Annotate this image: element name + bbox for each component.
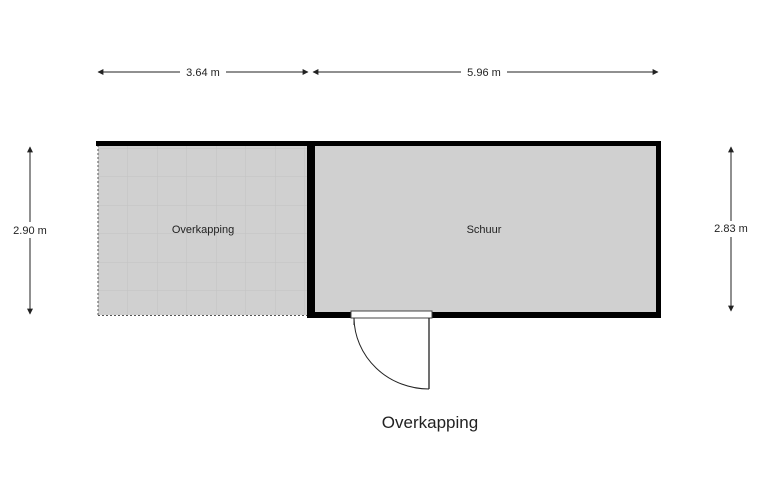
- plan-title: Overkapping: [382, 413, 478, 432]
- dimension-label-right: 2.83 m: [714, 223, 748, 235]
- dimension-label-top-left: 3.64 m: [186, 67, 220, 79]
- door-threshold: [350, 310, 433, 319]
- overkapping-top-wall: [96, 141, 312, 146]
- room-label-overkapping: Overkapping: [172, 224, 234, 236]
- door-swing-arc: [353, 317, 430, 390]
- schuur-floor: [310, 145, 659, 315]
- dimension-label-left: 2.90 m: [13, 225, 47, 237]
- room-label-schuur: Schuur: [467, 224, 502, 236]
- dimension-label-top-right: 5.96 m: [467, 67, 501, 79]
- overkapping-floor: [98, 145, 310, 315]
